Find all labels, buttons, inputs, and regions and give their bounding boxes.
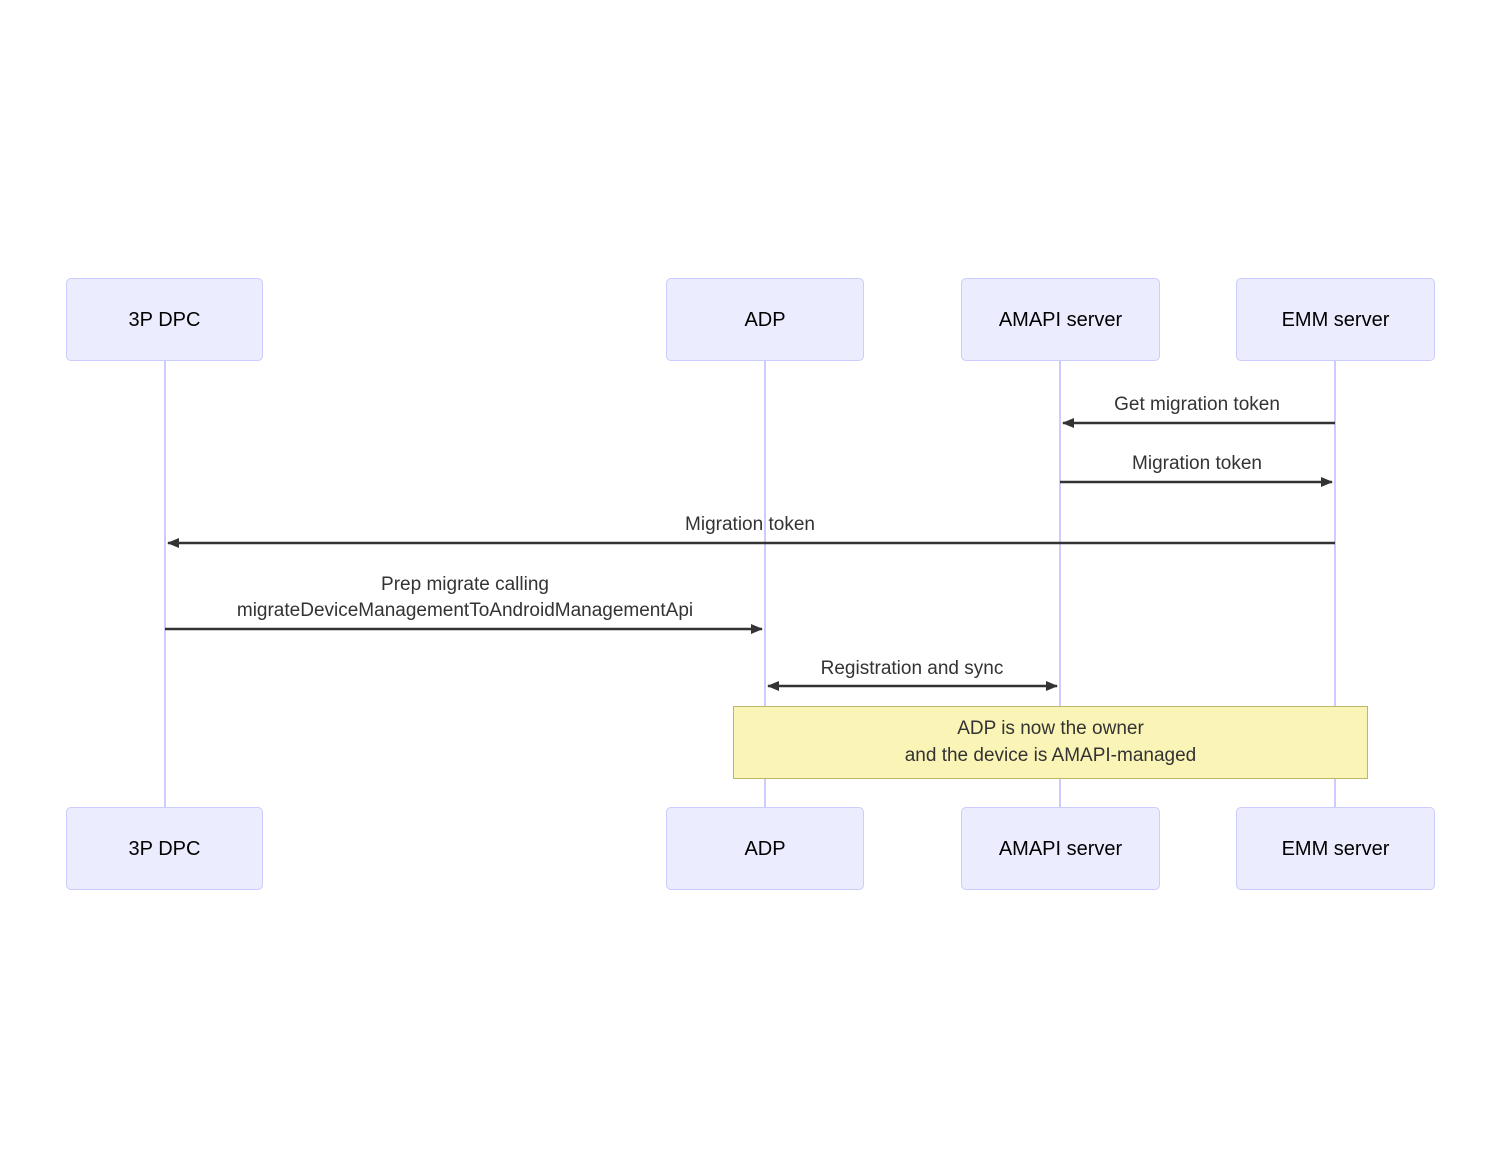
actor-box-top-amapi[interactable]: AMAPI server [961, 278, 1160, 361]
message-label-prep-migrate: Prep migrate calling migrateDeviceManage… [236, 574, 694, 621]
actor-box-bottom-dpc[interactable]: 3P DPC [66, 807, 263, 890]
actor-box-top-emm[interactable]: EMM server [1236, 278, 1435, 361]
actor-label-bottom-amapi: AMAPI server [998, 837, 1123, 860]
actor-label-bottom-dpc: 3P DPC [128, 837, 201, 860]
message-arrows [165, 418, 1335, 691]
actor-label-top-emm: EMM server [1281, 308, 1390, 331]
actor-box-bottom-emm[interactable]: EMM server [1236, 807, 1435, 890]
actor-box-bottom-adp[interactable]: ADP [666, 807, 864, 890]
message-label-migration-token-amapi-emm: Migration token [1132, 453, 1262, 474]
actor-box-top-adp[interactable]: ADP [666, 278, 864, 361]
actor-label-top-dpc: 3P DPC [128, 308, 201, 331]
actor-label-top-adp: ADP [744, 308, 786, 331]
actor-label-bottom-emm: EMM server [1281, 837, 1390, 860]
actor-box-top-dpc[interactable]: 3P DPC [66, 278, 263, 361]
note-adp-owner-text: ADP is now the owner and the device is A… [904, 717, 1197, 766]
actor-label-bottom-adp: ADP [744, 837, 786, 860]
message-label-registration-and-sync: Registration and sync [820, 658, 1004, 679]
message-label-migration-token-emm-dpc: Migration token [685, 514, 815, 535]
note-adp-owner: ADP is now the owner and the device is A… [733, 706, 1368, 779]
actor-label-top-amapi: AMAPI server [998, 308, 1123, 331]
message-label-get-migration-token: Get migration token [1114, 394, 1280, 415]
actor-box-bottom-amapi[interactable]: AMAPI server [961, 807, 1160, 890]
